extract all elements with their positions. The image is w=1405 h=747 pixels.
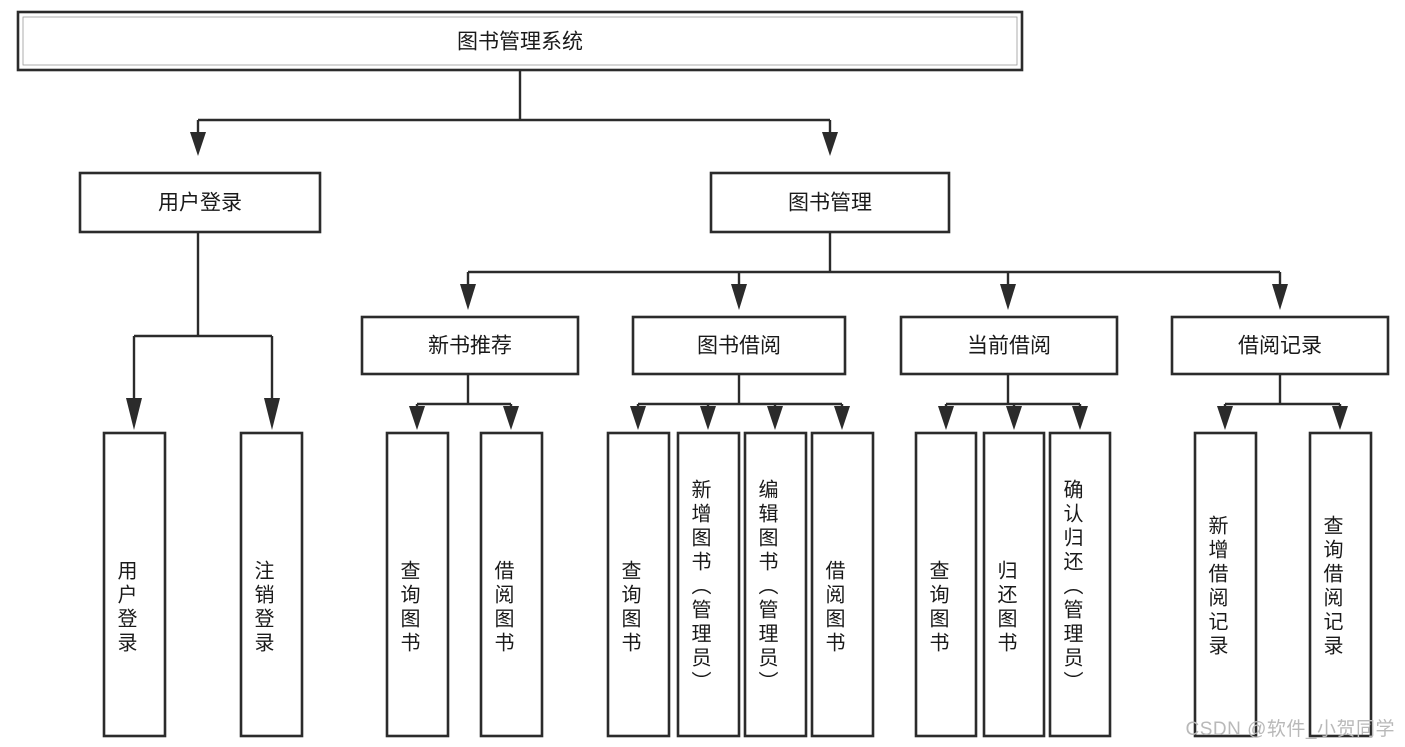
- arrow-head-leaf-user-login: [126, 398, 142, 430]
- node-new-book-recommend[interactable]: 新书推荐: [360, 315, 580, 376]
- node-root-label: 图书管理系统: [457, 31, 583, 54]
- arrow-head-borrow-record: [1272, 284, 1288, 310]
- node-new-book-recommend-box[interactable]: [360, 315, 580, 376]
- node-book-manage-box[interactable]: [709, 171, 951, 234]
- node-user-login-label: 用户登录: [158, 192, 242, 215]
- arrow-head-user-login: [190, 132, 206, 156]
- arrow-head-book-manage: [822, 132, 838, 156]
- node-root-box[interactable]: [16, 10, 1024, 72]
- node-leaf-add-book-box[interactable]: [676, 431, 741, 738]
- node-borrow-record[interactable]: 借阅记录: [1170, 315, 1390, 376]
- arrow-head-leaf-add-book: [700, 406, 716, 430]
- node-book-manage[interactable]: 图书管理: [709, 171, 951, 234]
- node-leaf-user-logout-box[interactable]: [239, 431, 304, 738]
- arrow-head-leaf-borrow-book-1: [503, 406, 519, 430]
- node-leaf-query-book-3-box[interactable]: [914, 431, 978, 738]
- node-leaf-borrow-book-1-box[interactable]: [479, 431, 544, 738]
- node-book-manage-label: 图书管理: [788, 192, 872, 215]
- node-new-book-recommend-label: 新书推荐: [428, 335, 512, 358]
- arrow-head-new-book-recommend: [460, 284, 476, 310]
- node-leaf-user-login-box[interactable]: [102, 431, 167, 738]
- node-book-borrow[interactable]: 图书借阅: [631, 315, 847, 376]
- arrow-head-leaf-query-book-2: [630, 406, 646, 430]
- arrow-head-leaf-query-record: [1332, 406, 1348, 430]
- node-leaf-query-book-1-box[interactable]: [385, 431, 450, 738]
- arrow-head-leaf-user-logout: [264, 398, 280, 430]
- arrow-head-leaf-query-book-3: [938, 406, 954, 430]
- arrow-head-leaf-add-record: [1217, 406, 1233, 430]
- arrow-head-book-borrow: [731, 284, 747, 310]
- node-current-borrow-box[interactable]: [899, 315, 1119, 376]
- node-book-borrow-label: 图书借阅: [697, 335, 781, 358]
- node-leaf-add-record-box[interactable]: [1193, 431, 1258, 738]
- node-leaf-borrow-book-2-box[interactable]: [810, 431, 875, 738]
- node-borrow-record-label: 借阅记录: [1238, 335, 1322, 358]
- node-leaf-confirm-return-box[interactable]: [1048, 431, 1112, 738]
- arrow-head-leaf-edit-book: [767, 406, 783, 430]
- arrow-head-leaf-borrow-book-2: [834, 406, 850, 430]
- node-leaf-query-record-box[interactable]: [1308, 431, 1373, 738]
- node-book-borrow-box[interactable]: [631, 315, 847, 376]
- node-root[interactable]: 图书管理系统: [16, 10, 1024, 72]
- arrow-head-leaf-confirm-return: [1072, 406, 1088, 430]
- node-user-login-box[interactable]: [78, 171, 322, 234]
- node-leaf-query-book-2-box[interactable]: [606, 431, 671, 738]
- node-current-borrow-label: 当前借阅: [967, 335, 1051, 358]
- node-leaf-edit-book-box[interactable]: [743, 431, 808, 738]
- node-borrow-record-box[interactable]: [1170, 315, 1390, 376]
- node-user-login[interactable]: 用户登录: [78, 171, 322, 234]
- arrow-head-leaf-return-book: [1006, 406, 1022, 430]
- node-root-box-inner: [22, 16, 1018, 66]
- watermark-text: CSDN @软件_小贺同学: [1185, 719, 1395, 740]
- node-leaf-return-book-box[interactable]: [982, 431, 1046, 738]
- node-current-borrow[interactable]: 当前借阅: [899, 315, 1119, 376]
- arrow-head-current-borrow: [1000, 284, 1016, 310]
- connector-layer: [126, 70, 1348, 430]
- arrow-head-leaf-query-book-1: [409, 406, 425, 430]
